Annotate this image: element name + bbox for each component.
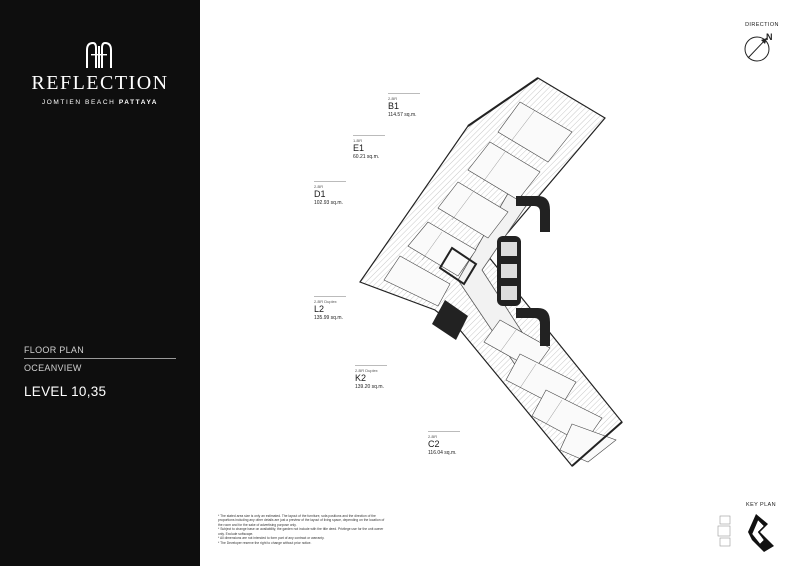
disclaimer-notes: * The stated area size is only an estima… [218,514,385,545]
level-label: LEVEL 10,35 [24,384,107,399]
key-plan-icon [717,514,774,552]
unit-label-e1: 1-BR E1 60.21 sq.m. [353,135,385,161]
building-outline [359,77,623,467]
direction-label: DIRECTION [745,22,779,28]
reflection-logo-icon [86,41,112,68]
unit-label-c2: 2-BR C2 116.04 sq.m. [428,431,460,457]
compass-icon: N [744,32,773,62]
floor-plan-drawing [359,77,623,467]
north-label: N [766,32,773,42]
brand-location: JOMTIEN BEACH PATTAYA [41,99,159,106]
key-plan-label: KEY PLAN [746,502,777,508]
unit-label-d1: 2-BR D1 102.93 sq.m. [314,181,346,207]
divider [24,358,176,359]
sidebar: REFLECTION JOMTIEN BEACH PATTAYA FLOOR P… [0,0,200,566]
unit-label-l2: 2-BR Duplex L2 135.99 sq.m. [314,296,346,322]
brand-name: REFLECTION [31,72,169,94]
view-label: OCEANVIEW [24,363,82,373]
stair-core [438,246,478,286]
unit-label-b1: 2-BR B1 114.57 sq.m. [388,93,420,119]
unit-label-k2: 2-BR Duplex K2 139.20 sq.m. [355,365,387,391]
floor-plan-title: FLOOR PLAN [24,345,85,355]
